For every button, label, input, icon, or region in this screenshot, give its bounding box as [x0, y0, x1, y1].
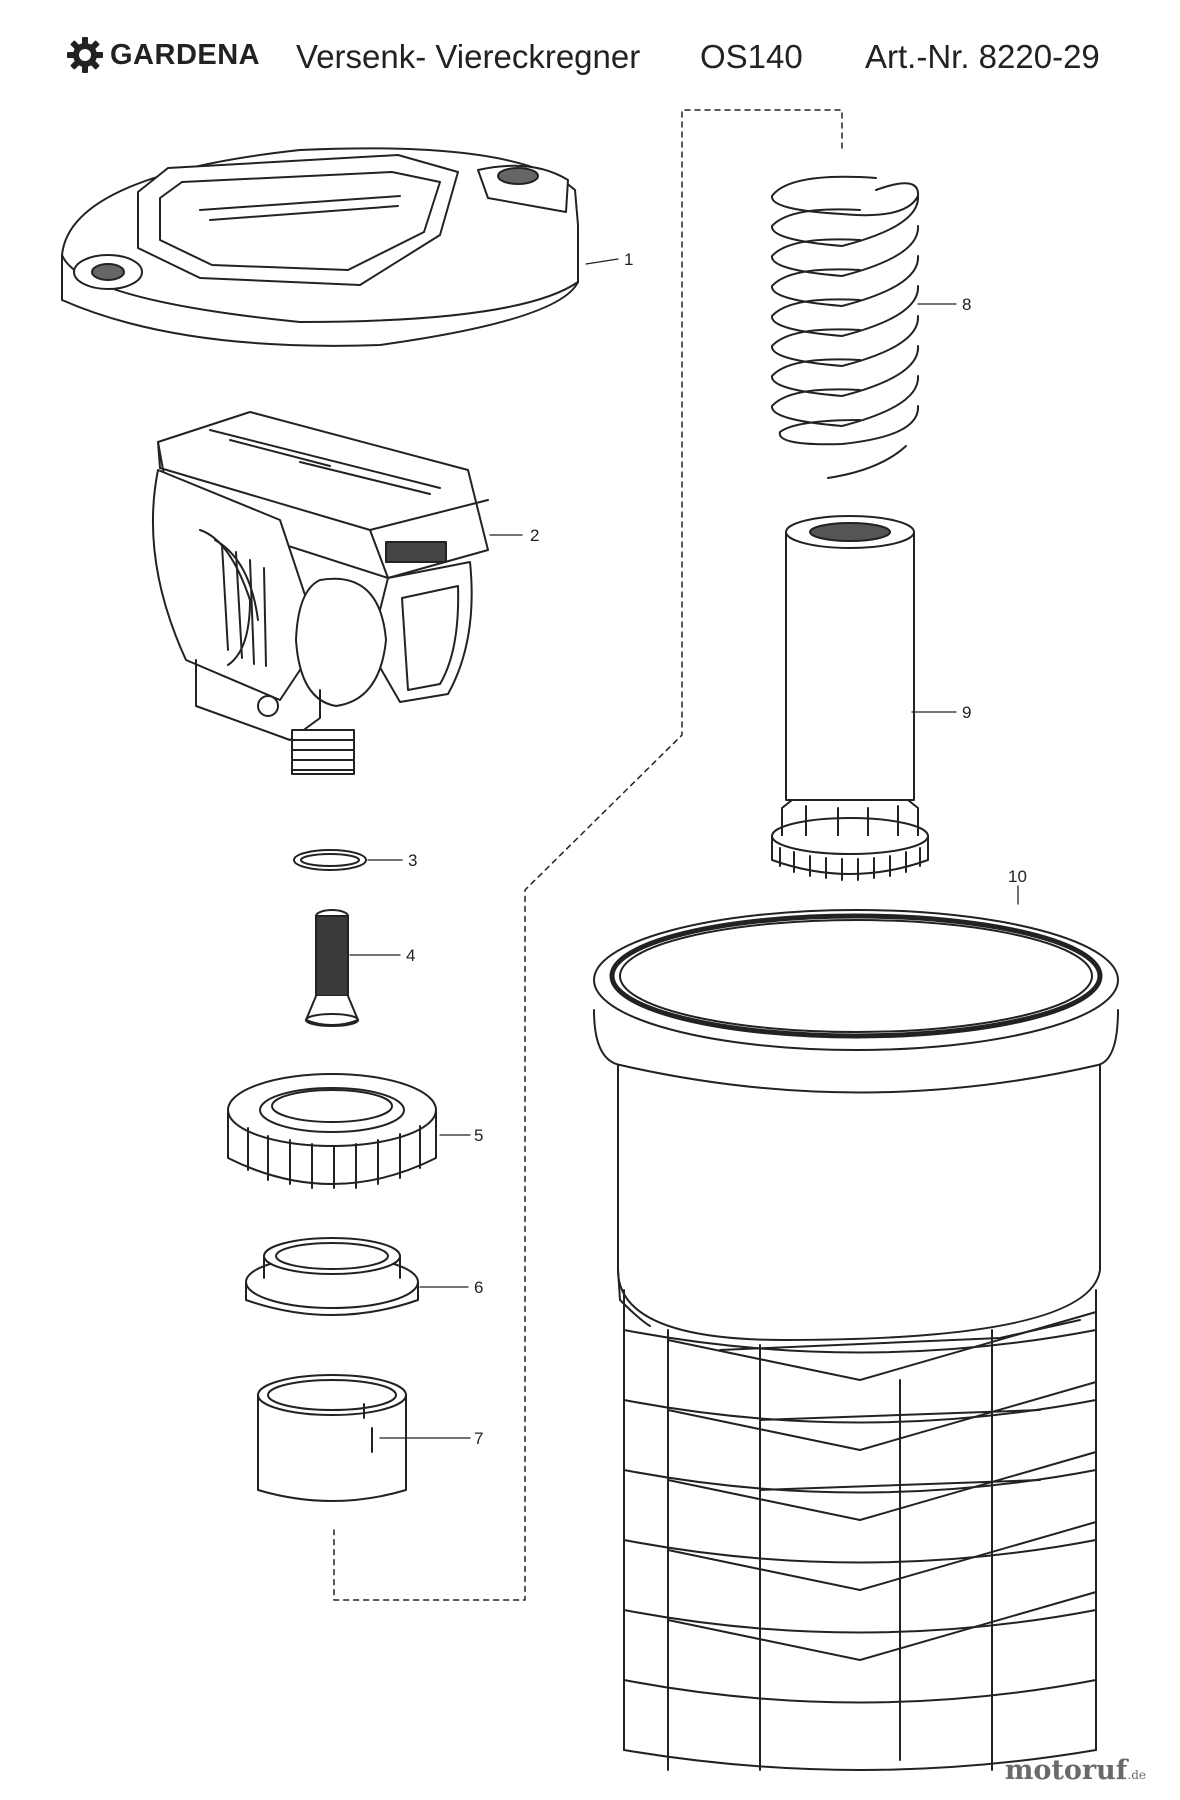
sleeve-icon [257, 1374, 407, 1502]
o-ring-icon [293, 849, 367, 871]
callout-6: 6 [474, 1278, 483, 1297]
product-title: Versenk- Viereckregner [296, 38, 641, 75]
union-nut-icon [227, 1073, 437, 1189]
callout-7: 7 [474, 1429, 483, 1448]
riser-tube-icon [771, 515, 929, 881]
callout-4: 4 [406, 946, 415, 965]
leader-line-1 [585, 258, 619, 265]
callout-9: 9 [962, 703, 971, 722]
spring-icon [771, 175, 920, 479]
page-header: GARDENA Versenk- Viereckregner OS140 Art… [0, 0, 1180, 110]
assembly-guide-line [333, 109, 843, 1601]
callout-3: 3 [408, 851, 417, 870]
lid-icon [61, 147, 579, 347]
housing-icon [593, 909, 1119, 1771]
brand-logo: GARDENA [66, 36, 260, 74]
callout-10: 10 [1008, 867, 1027, 886]
brand-name: GARDENA [110, 38, 261, 71]
callout-2: 2 [530, 526, 539, 545]
filter-icon [305, 909, 359, 1027]
watermark-text: motoruf [1004, 1755, 1128, 1786]
article-number: Art.-Nr. 8220-29 [865, 38, 1100, 75]
sprinkler-head-icon [151, 411, 489, 775]
product-model: OS140 [700, 38, 803, 75]
callout-5: 5 [474, 1126, 483, 1145]
callout-1: 1 [624, 250, 633, 269]
seal-ring-icon [245, 1237, 419, 1316]
callout-8: 8 [962, 295, 971, 314]
gardena-gear-icon [67, 37, 103, 73]
watermark-suffix: .de [1127, 1768, 1146, 1782]
watermark: motoruf.de [1005, 1755, 1146, 1786]
